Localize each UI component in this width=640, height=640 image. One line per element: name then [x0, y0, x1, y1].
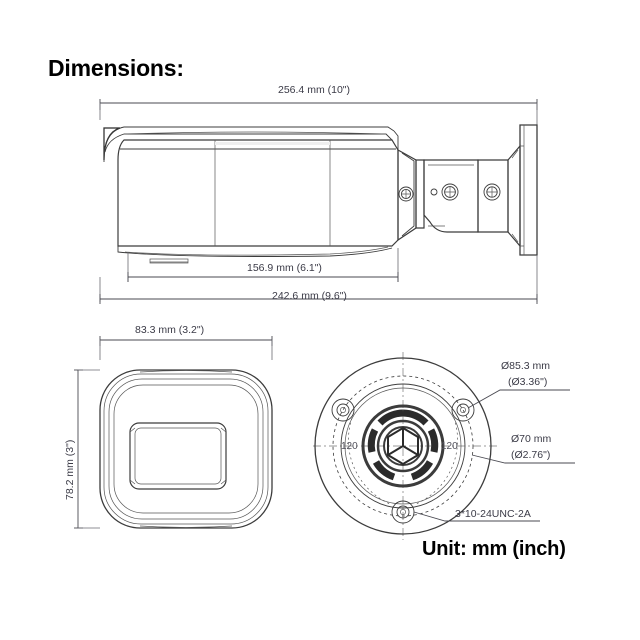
dim-body-length	[127, 248, 399, 282]
front-view-group	[74, 336, 273, 529]
callout-bolt-circle-line2: (Ø2.76")	[511, 449, 551, 461]
dim-label-overall-length: 256.4 mm (10")	[278, 84, 351, 96]
dim-front-width	[99, 336, 273, 360]
leader-thread-spec	[413, 511, 540, 522]
angle-label-right: 120	[441, 441, 458, 452]
bracket-screw-2	[441, 183, 459, 201]
leader-bolt-circle	[471, 454, 575, 464]
unit-note: Unit: mm (inch)	[422, 538, 566, 560]
page-title: Dimensions:	[48, 55, 184, 81]
angle-label-left: 120	[341, 441, 358, 452]
dim-front-height	[74, 369, 100, 529]
bracket-hole	[430, 188, 438, 196]
dim-label-body-length: 156.9 mm (6.1")	[247, 262, 322, 274]
callout-outer-diameter-line2: (Ø3.36")	[508, 376, 548, 388]
callout-bolt-circle-line1: Ø70 mm	[511, 433, 552, 445]
hub-center	[387, 426, 419, 466]
bracket-screw-3	[483, 183, 501, 201]
dim-overall-length	[99, 99, 538, 110]
hub-segmented-ring	[367, 409, 439, 481]
bracket-screw-1	[398, 186, 414, 202]
dim-mount-length	[99, 255, 538, 304]
side-view-group	[99, 99, 538, 304]
callout-outer-diameter-line1: Ø85.3 mm	[501, 360, 551, 372]
leader-outer-diameter	[467, 389, 570, 409]
mount-screw-hole-top-left	[331, 398, 355, 422]
rear-view-group	[313, 352, 575, 540]
dim-label-front-height: 78.2 mm (3")	[64, 439, 76, 500]
callout-thread-spec: 3*10-24UNC-2A	[455, 508, 531, 520]
mount-screw-hole-top-right	[451, 398, 475, 422]
dim-label-front-width: 83.3 mm (3.2")	[135, 324, 205, 336]
dim-label-mount-length: 242.6 mm (9.6")	[272, 290, 347, 302]
